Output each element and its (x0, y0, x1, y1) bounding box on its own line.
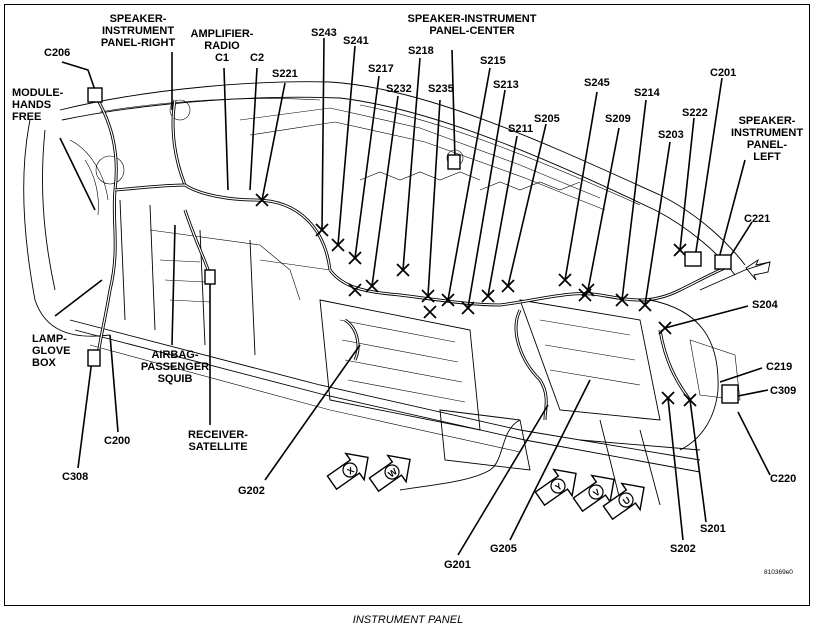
label-module-hands-free-1: MODULE- (12, 87, 64, 99)
label-receiver-satellite-1: RECEIVER- (188, 429, 248, 441)
label-speaker-ip-left-1: SPEAKER- (739, 115, 796, 127)
label-c201: C201 (710, 67, 736, 79)
diagram-border (4, 4, 810, 606)
label-g205: G205 (490, 543, 517, 555)
view-arrow-x-label: X (345, 465, 356, 477)
label-s218: S218 (408, 45, 434, 57)
component-connectors (87, 87, 739, 404)
instrument-panel-artwork (23, 81, 771, 506)
view-arrow-u-label: U (621, 495, 632, 507)
label-lamp-glove-box-1: LAMP- (32, 333, 67, 345)
label-g201: G201 (444, 559, 471, 571)
label-speaker-ip-right-3: PANEL-RIGHT (101, 37, 176, 49)
label-c200: C200 (104, 435, 130, 447)
connector-c201 (684, 251, 702, 267)
label-speaker-ip-left-2: INSTRUMENT (731, 127, 803, 139)
label-speaker-ip-center-2: PANEL-CENTER (429, 25, 514, 37)
label-c308: C308 (62, 471, 88, 483)
connector-c308 (87, 349, 101, 367)
label-s211: S211 (508, 123, 533, 135)
label-s214: S214 (634, 87, 661, 99)
label-s213: S213 (493, 79, 519, 91)
connector-c206 (87, 87, 103, 103)
view-arrow-v-label: V (591, 487, 602, 499)
label-module-hands-free-3: FREE (12, 111, 41, 123)
figure-id: 810369e0 (764, 569, 793, 576)
leader-lines (54, 37, 771, 556)
view-arrow-w: W (368, 454, 411, 493)
label-airbag-passenger-squib-2: PASSENGER (141, 361, 209, 373)
splice-x-marker (423, 305, 437, 319)
label-s221: S221 (272, 68, 298, 80)
splice-x-marker (348, 283, 362, 297)
view-arrow-y-label: Y (553, 481, 564, 493)
label-speaker-ip-right-1: SPEAKER- (110, 13, 167, 25)
label-c219: C219 (766, 361, 792, 373)
label-g202: G202 (238, 485, 265, 497)
view-arrow-y: Y (534, 468, 577, 507)
label-speaker-ip-left-3: PANEL- (747, 139, 787, 151)
view-arrow-u: U (602, 482, 645, 521)
label-s232: S232 (386, 83, 412, 95)
view-arrow-v: V (572, 474, 615, 513)
label-s241: S241 (343, 35, 369, 47)
label-c2: C2 (250, 52, 264, 64)
label-s215: S215 (480, 55, 506, 67)
label-module-hands-free-2: HANDS (12, 99, 51, 111)
label-amplifier-radio-3: C1 (215, 52, 229, 64)
label-lamp-glove-box-2: GLOVE (32, 345, 71, 357)
label-s243: S243 (311, 27, 337, 39)
label-amplifier-radio-2: RADIO (204, 40, 240, 52)
view-arrow-x: X (326, 452, 369, 491)
label-speaker-ip-right-2: INSTRUMENT (102, 25, 174, 37)
label-c309: C309 (770, 385, 796, 397)
connector-c309 (721, 384, 739, 404)
label-airbag-passenger-squib-1: AIRBAG- (151, 349, 198, 361)
label-speaker-ip-center-1: SPEAKER-INSTRUMENT (408, 13, 537, 25)
label-s201: S201 (700, 523, 726, 535)
label-c206: C206 (44, 47, 70, 59)
splice-x-marker (578, 288, 592, 302)
label-s204: S204 (752, 299, 779, 311)
view-arrows: X W Y V U (326, 452, 645, 521)
figure-caption: INSTRUMENT PANEL (352, 614, 464, 626)
callout-labels: C206 MODULE- HANDS FREE SPEAKER- INSTRUM… (12, 13, 803, 576)
label-airbag-passenger-squib-3: SQUIB (158, 373, 193, 385)
label-s209: S209 (605, 113, 631, 125)
label-s222: S222 (682, 107, 708, 119)
label-speaker-ip-left-4: LEFT (753, 151, 781, 163)
speaker-center (447, 154, 461, 170)
label-s203: S203 (658, 129, 684, 141)
label-amplifier-radio-1: AMPLIFIER- (191, 28, 254, 40)
wiring-harness (93, 94, 726, 421)
label-s205: S205 (534, 113, 560, 125)
label-c221: C221 (744, 213, 770, 225)
label-lamp-glove-box-3: BOX (32, 357, 57, 369)
connector-c221 (714, 254, 732, 270)
label-c220: C220 (770, 473, 796, 485)
label-s245: S245 (584, 77, 610, 89)
label-s202: S202 (670, 543, 696, 555)
label-receiver-satellite-2: SATELLITE (188, 441, 247, 453)
label-s235: S235 (428, 83, 454, 95)
label-s217: S217 (368, 63, 394, 75)
receiver-satellite-connector (204, 269, 216, 285)
